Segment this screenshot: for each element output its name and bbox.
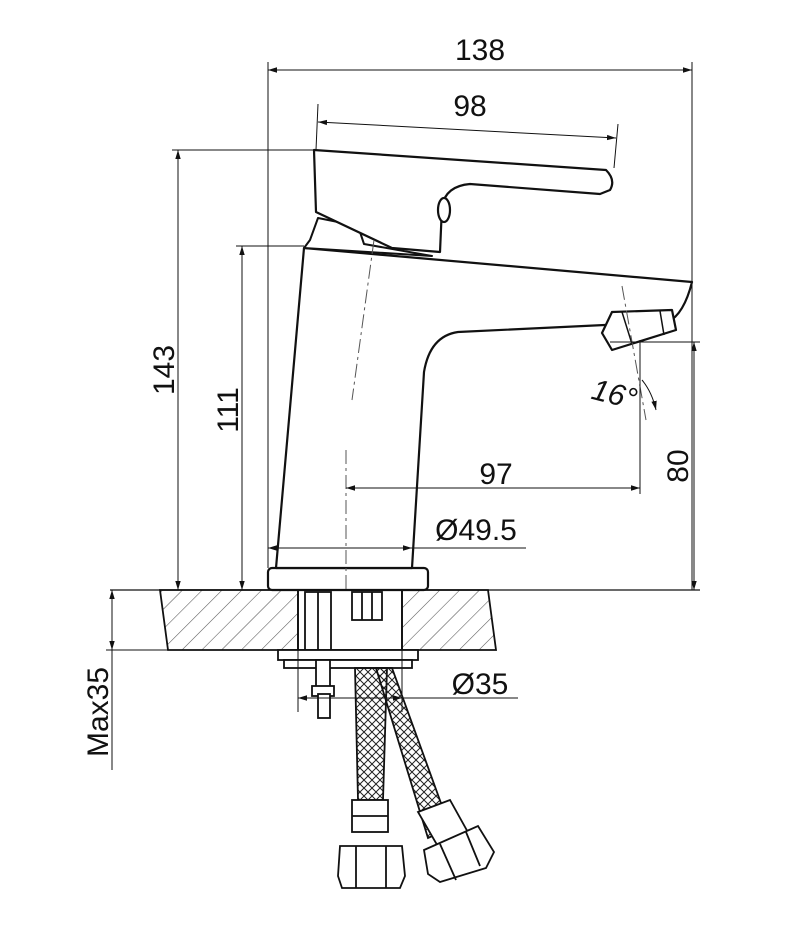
mount-diameter-label: Ø35 <box>452 668 509 701</box>
body-height-label: 111 <box>212 387 245 433</box>
center-lines <box>345 239 647 590</box>
total-height-label: 143 <box>148 345 181 395</box>
dimension-lines <box>106 62 700 770</box>
supply-hoses <box>337 667 496 889</box>
faucet-handle <box>312 148 614 254</box>
spout-height-label: 80 <box>662 449 695 482</box>
handle-length-label: 98 <box>453 90 486 123</box>
max-thickness-label: Max35 <box>82 667 115 757</box>
base-diameter-label: Ø49.5 <box>435 514 517 547</box>
spout-angle-label: 16° <box>588 373 640 416</box>
countertop <box>110 589 700 651</box>
overall-width-label: 138 <box>455 34 505 67</box>
spout-reach-label: 97 <box>479 458 512 491</box>
